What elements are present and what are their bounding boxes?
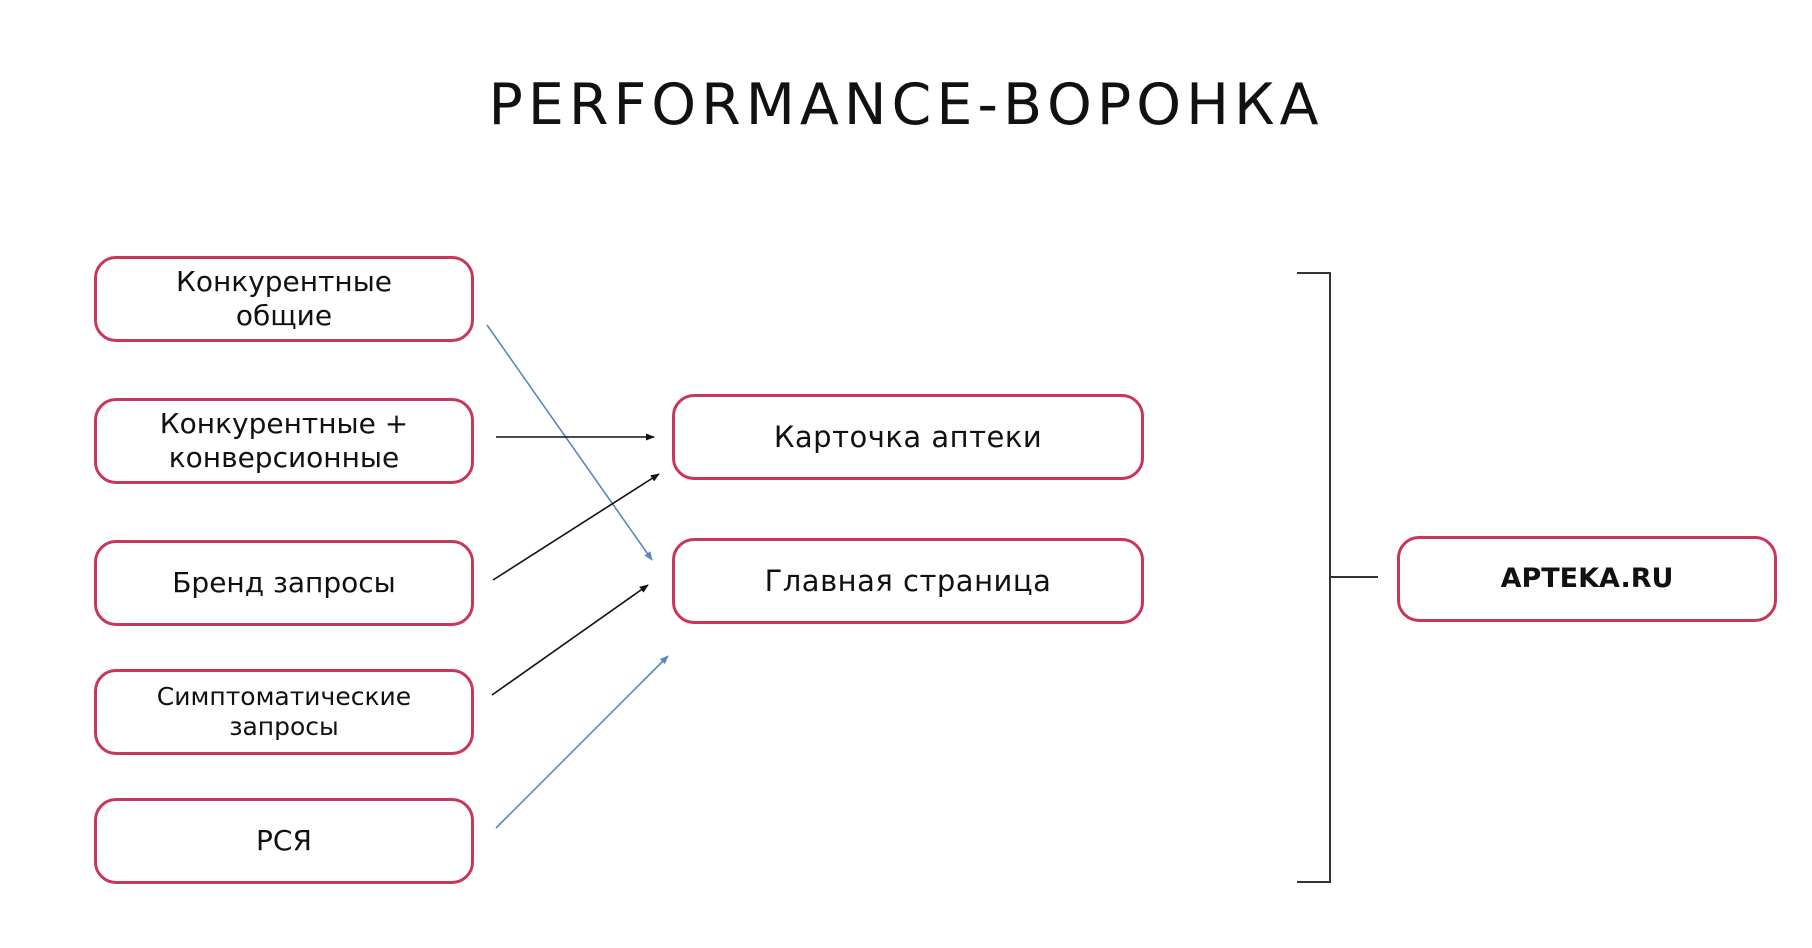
source-label-line: Симптоматические [156, 682, 412, 711]
source-label-line: Конкурентные [175, 265, 393, 299]
source-label: Конкурентные общие [176, 265, 392, 332]
source-label: Конкурентные + конверсионные [160, 407, 408, 474]
grouping-bracket [1297, 272, 1331, 883]
final-node-apteka: APTEKA.RU [1397, 536, 1777, 622]
source-label-line: запросы [229, 712, 339, 741]
source-label-line: общие [235, 299, 333, 332]
source-label: РСЯ [256, 824, 312, 858]
diagram-title: PERFORMANCE-ВОРОНКА [488, 72, 1324, 138]
destination-main-page: Главная страница [672, 538, 1144, 624]
source-rsya: РСЯ [94, 798, 474, 884]
source-label-line: Конкурентные + [159, 407, 409, 441]
source-label-line: конверсионные [168, 441, 400, 474]
source-brand-queries: Бренд запросы [94, 540, 474, 626]
source-competitive-conversion: Конкурентные + конверсионные [94, 398, 474, 484]
source-label: Бренд запросы [172, 566, 396, 600]
source-symptomatic-queries: Симптоматические запросы [94, 669, 474, 755]
arrow-brand-to-pharmacy-card [492, 473, 660, 581]
destination-label: Карточка аптеки [773, 419, 1043, 454]
source-label: Симптоматические запросы [157, 682, 411, 742]
arrow-symptomatic-to-main-page [491, 584, 649, 696]
source-label-line: Бренд запросы [172, 566, 396, 600]
arrow-rsya-to-main-page [495, 655, 669, 829]
destination-pharmacy-card: Карточка аптеки [672, 394, 1144, 480]
source-competitive-general: Конкурентные общие [94, 256, 474, 342]
arrow-competitive-general-to-main-page [486, 324, 653, 561]
final-label: APTEKA.RU [1500, 562, 1674, 594]
destination-label: Главная страница [764, 563, 1052, 598]
source-label-line: РСЯ [256, 824, 312, 858]
